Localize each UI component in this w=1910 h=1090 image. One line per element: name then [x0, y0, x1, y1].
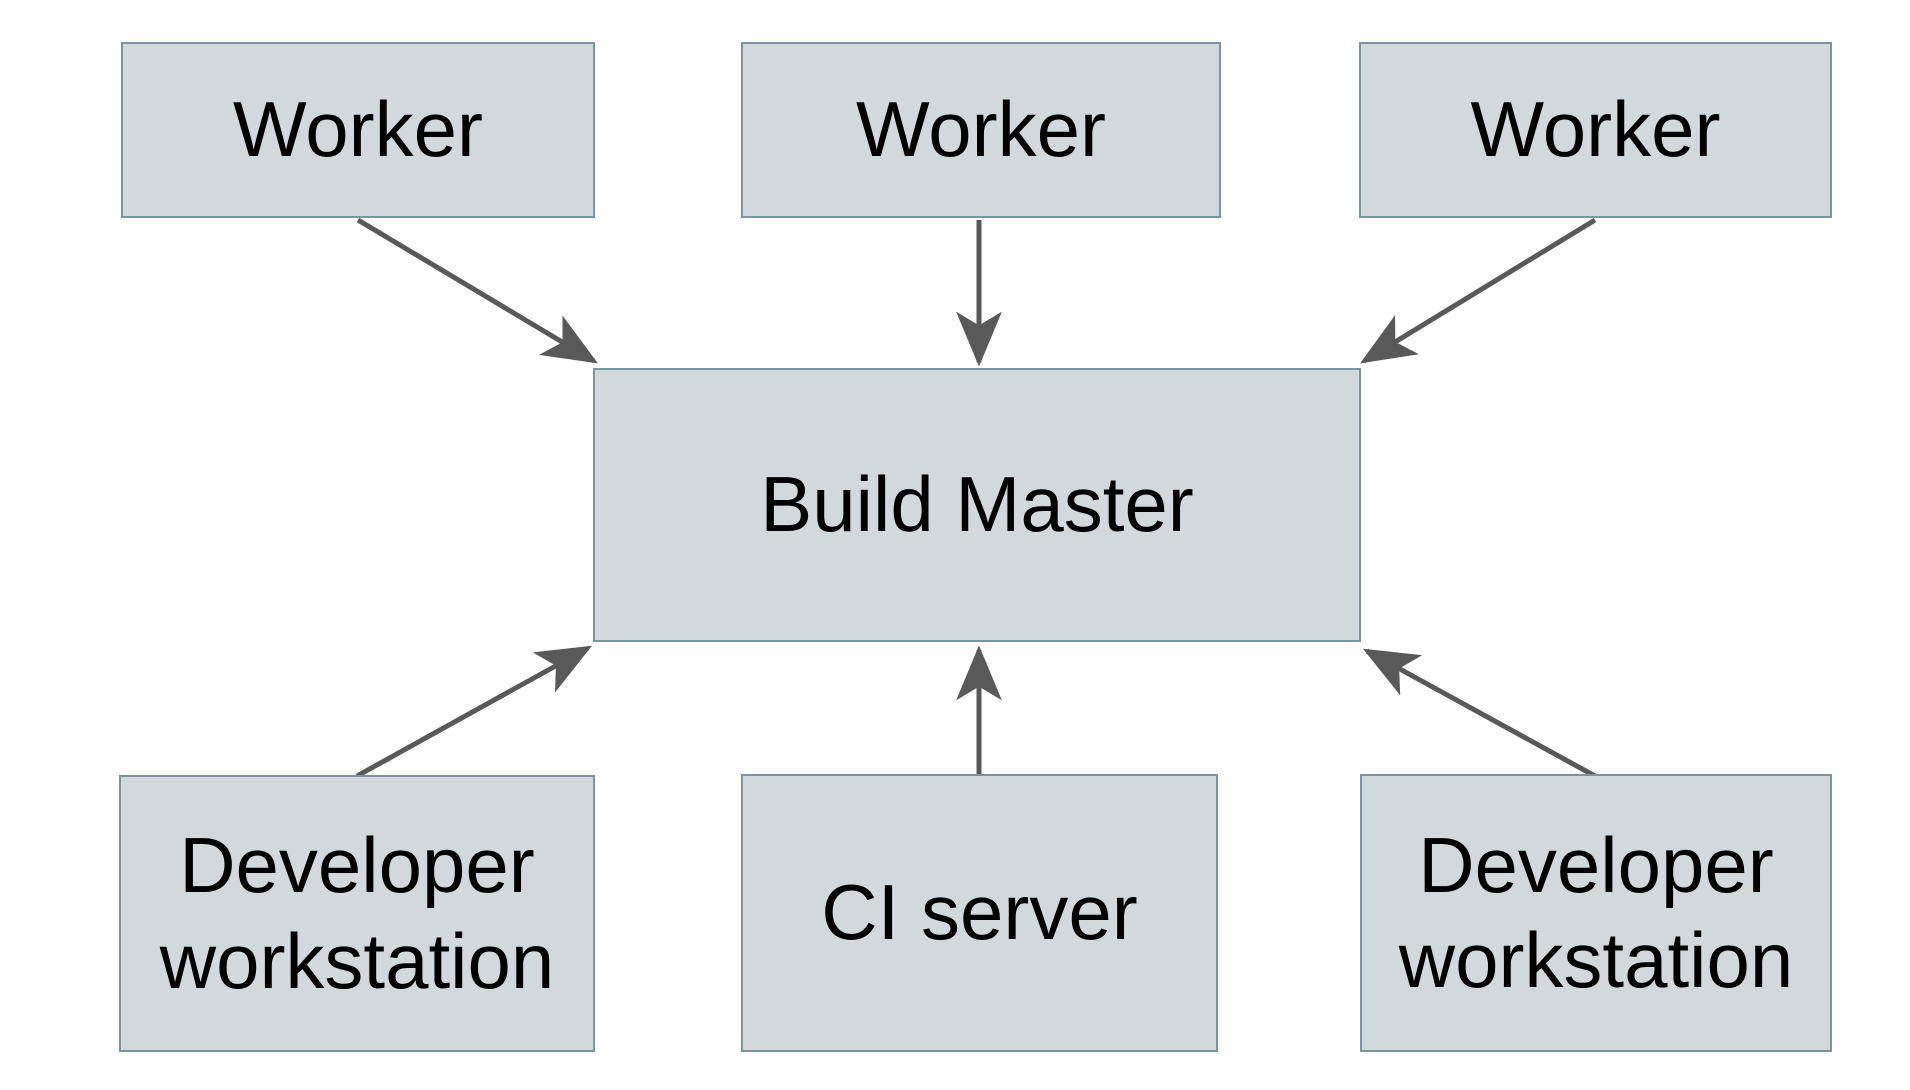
node-worker-left-label: Worker [233, 85, 483, 174]
arrow-dev-left-to-build-master [355, 645, 593, 779]
arrow-dev-right-to-build-master [1362, 648, 1597, 779]
node-developer-workstation-right-label: Developer workstation [1398, 820, 1794, 1004]
node-ci-server-label: CI server [821, 868, 1138, 957]
node-build-master: Build Master [593, 368, 1361, 642]
node-ci-server: CI server [741, 774, 1218, 1052]
node-developer-workstation-left: Developer workstation [119, 775, 595, 1052]
node-worker-right: Worker [1359, 42, 1832, 218]
arrow-worker-left-to-build-master [356, 217, 598, 364]
node-build-master-label: Build Master [760, 460, 1194, 549]
node-developer-workstation-left-label: Developer workstation [159, 821, 555, 1005]
node-worker-middle-label: Worker [856, 85, 1106, 174]
node-worker-right-label: Worker [1470, 85, 1721, 174]
node-worker-middle: Worker [741, 42, 1221, 218]
arrow-worker-right-to-build-master [1360, 217, 1597, 364]
node-worker-left: Worker [121, 42, 595, 218]
node-developer-workstation-right: Developer workstation [1360, 774, 1832, 1052]
